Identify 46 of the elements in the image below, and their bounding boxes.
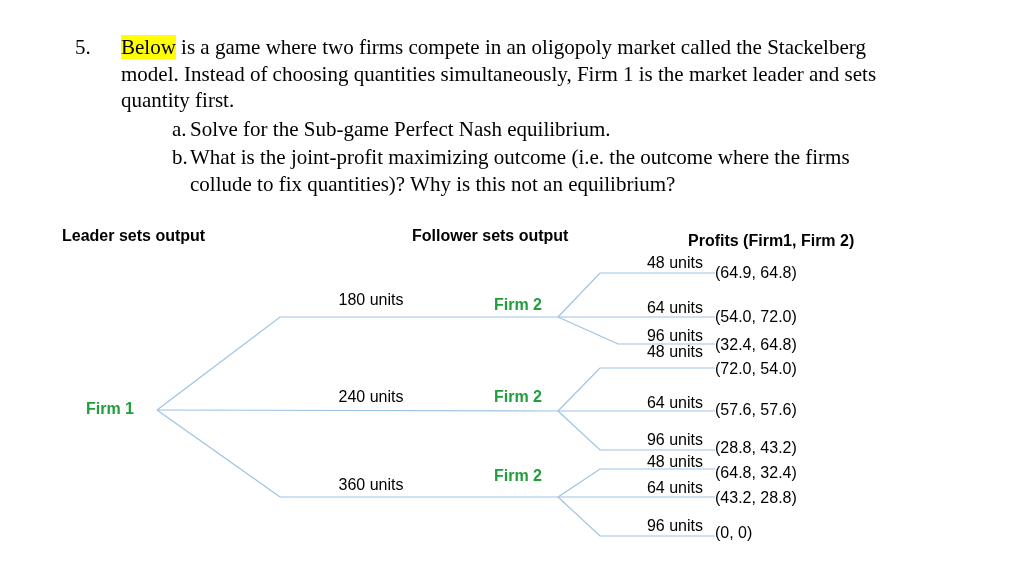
tree-branch (156, 316, 559, 411)
tree-branch (557, 316, 716, 318)
edge-label: 64 units (646, 301, 703, 315)
tree-branch (557, 316, 716, 345)
edge-label: 48 units (646, 455, 703, 469)
edge-label: 360 units (338, 478, 404, 492)
payoff-pair: (64.8, 32.4) (715, 463, 797, 483)
payoff-pair: (28.8, 43.2) (715, 438, 797, 458)
tree-branch (557, 496, 716, 537)
payoff-pair: (72.0, 54.0) (715, 359, 797, 379)
edge-label: 48 units (646, 345, 703, 359)
payoff-pair: (64.9, 64.8) (715, 263, 797, 283)
payoff-pair: (54.0, 72.0) (715, 307, 797, 327)
column-heading: Profits (Firm1, Firm 2) (688, 231, 855, 250)
player-name: Firm 2 (476, 385, 558, 411)
edge-label: 48 units (646, 256, 703, 270)
tree-branch (156, 409, 559, 412)
payoff-pair: (43.2, 28.8) (715, 488, 797, 508)
payoff-pair: (32.4, 64.8) (715, 335, 797, 355)
tree-branch (557, 410, 716, 412)
edge-label: 240 units (338, 390, 404, 404)
question-item: Solve for the Sub-game Perfect Nash equilibrium. (190, 116, 612, 143)
question-item: What is the joint-profit maximizing outcome (i.e. the outcome where the firms collude to fix quantities)? Why is this not an equilibrium? (190, 144, 851, 197)
edge-label: 96 units (646, 329, 703, 343)
tree-branch (156, 409, 559, 498)
list-marker: b. (172, 144, 188, 171)
player-name: Firm 1 (86, 399, 157, 421)
edge-label: 96 units (646, 519, 703, 533)
edge-label: 64 units (646, 481, 703, 495)
edge-label: 96 units (646, 433, 703, 447)
tree-branch (557, 367, 716, 412)
edge-label: 64 units (646, 396, 703, 410)
question-text: Below is a game where two firms compete in an oligopoly market called the Stackelberg model. Instead of choosing quantities simultaneously, Firm 1 is the market leader and sets quantity first. (121, 34, 878, 114)
question-number: 5. (75, 34, 91, 61)
tree-branch (557, 410, 716, 451)
column-heading: Follower sets output (412, 226, 569, 245)
player-name: Firm 2 (476, 464, 558, 497)
edge-label: 180 units (338, 293, 404, 307)
tree-branch (557, 496, 716, 498)
tree-branch (557, 468, 716, 498)
payoff-pair: (0, 0) (715, 523, 753, 543)
player-name: Firm 2 (476, 293, 558, 317)
column-heading: Leader sets output (62, 226, 206, 245)
tree-branch (557, 272, 716, 318)
list-marker: a. (172, 116, 187, 143)
payoff-pair: (57.6, 57.6) (715, 400, 797, 420)
